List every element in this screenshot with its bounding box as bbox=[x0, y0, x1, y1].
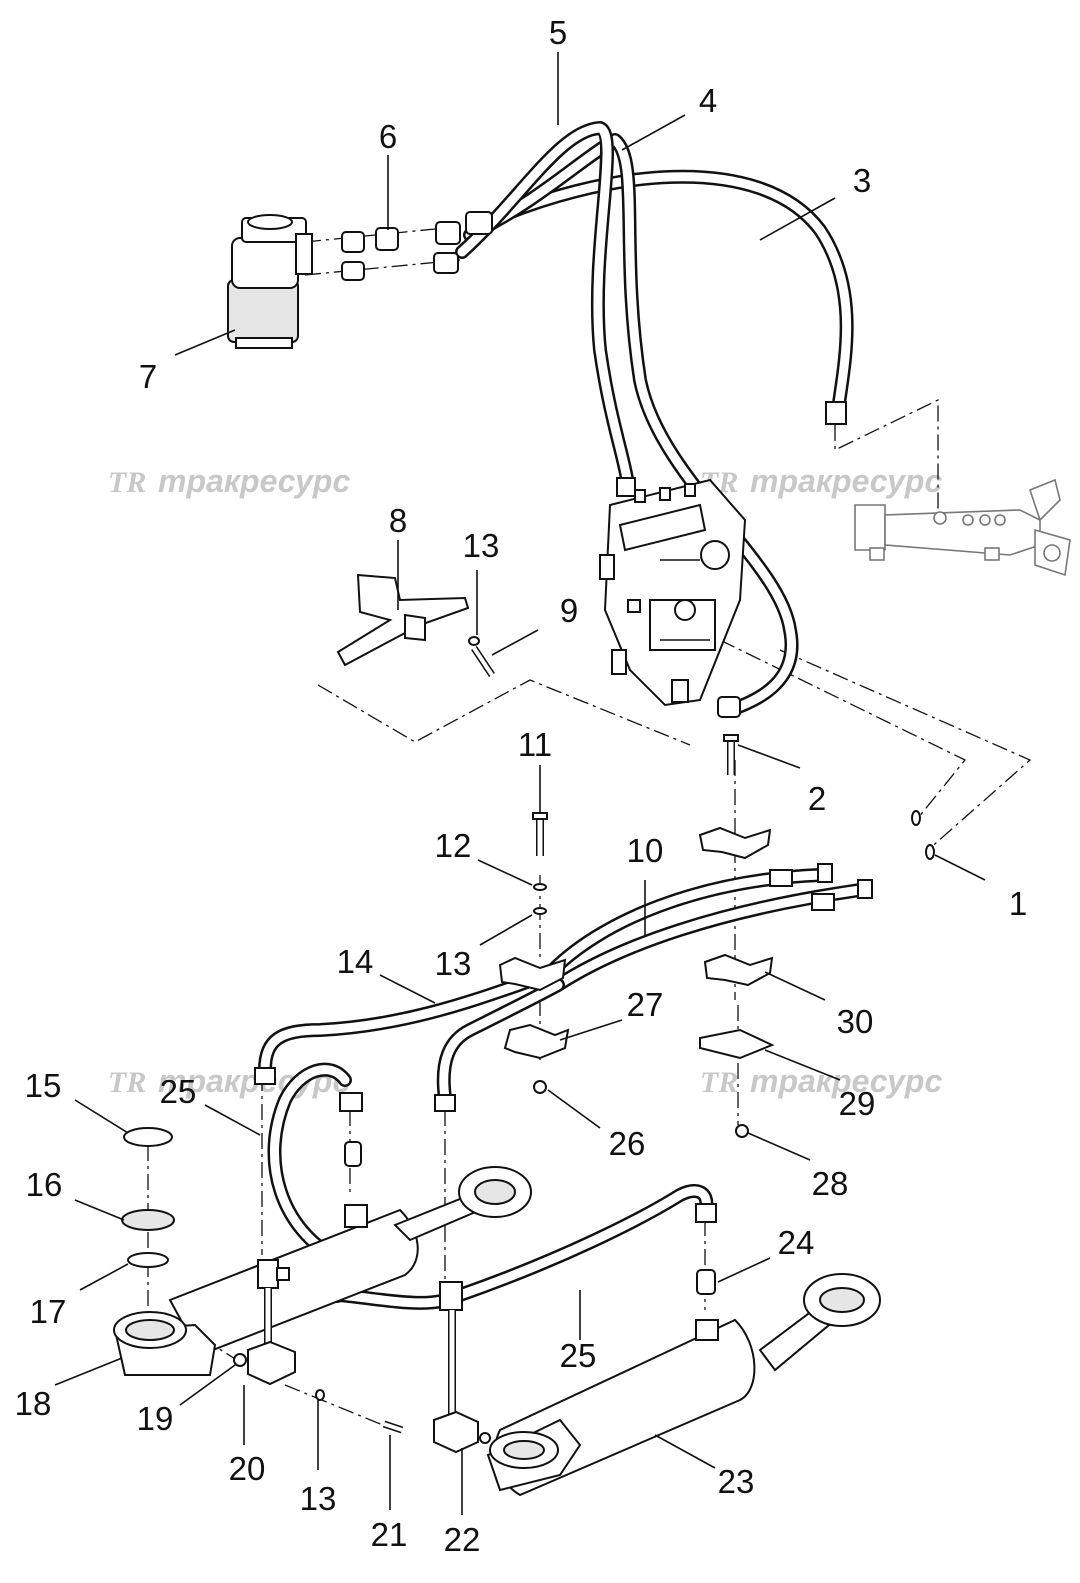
plate-27 bbox=[503, 1023, 570, 1060]
callout-13: 13 bbox=[435, 945, 472, 982]
control-valve bbox=[599, 478, 747, 707]
callout-14: 14 bbox=[337, 943, 374, 980]
hose-3-fitting bbox=[825, 401, 847, 425]
bolt-9 bbox=[471, 646, 495, 677]
o-ring-13 bbox=[315, 1389, 325, 1401]
callout-21: 21 bbox=[371, 1516, 408, 1553]
callout-29: 29 bbox=[839, 1085, 876, 1122]
washer-13 bbox=[533, 907, 547, 915]
upper-fittings bbox=[341, 211, 493, 281]
callout-30: 30 bbox=[837, 1003, 874, 1040]
hose-4 bbox=[463, 133, 799, 717]
cylinder-left bbox=[113, 1166, 532, 1376]
callout-6: 6 bbox=[379, 118, 397, 155]
callout-26: 26 bbox=[609, 1125, 646, 1162]
watermark-logo: TR bbox=[108, 466, 146, 499]
callout-24: 24 bbox=[778, 1224, 815, 1261]
hose-10-fitting bbox=[769, 869, 793, 887]
callout-4: 4 bbox=[699, 82, 717, 119]
callout-11: 11 bbox=[518, 726, 552, 763]
axle-assembly bbox=[854, 478, 1071, 577]
callout-23: 23 bbox=[718, 1463, 755, 1500]
watermark-logo: TR bbox=[108, 1066, 146, 1099]
bolt-2 bbox=[723, 734, 739, 775]
callout-10: 10 bbox=[627, 832, 664, 869]
callout-16: 16 bbox=[26, 1166, 63, 1203]
nut-26 bbox=[533, 1080, 547, 1094]
hose-14-fitting bbox=[434, 1094, 456, 1112]
callout-2: 2 bbox=[808, 780, 826, 817]
callout-22: 22 bbox=[444, 1521, 481, 1558]
cylinder-right bbox=[486, 1273, 881, 1497]
watermark-logo: TR bbox=[700, 1066, 738, 1099]
callout-1: 1 bbox=[1009, 885, 1027, 922]
adapter-24 bbox=[696, 1269, 716, 1295]
hose-4-fitting bbox=[717, 696, 741, 718]
hose-10 bbox=[541, 868, 867, 992]
watermark: TR тракресурс bbox=[108, 463, 350, 499]
hose-10-fitting bbox=[811, 893, 835, 911]
callout-12: 12 bbox=[435, 827, 472, 864]
hose-25-lower bbox=[333, 1184, 714, 1310]
o-ring-1 bbox=[925, 844, 935, 860]
hose-14 bbox=[258, 968, 565, 1105]
plate-29 bbox=[699, 1028, 775, 1060]
tee-22 bbox=[433, 1281, 491, 1454]
callout-13: 13 bbox=[300, 1480, 337, 1517]
hose-25-fitting bbox=[339, 1092, 363, 1112]
steering-unit bbox=[227, 214, 313, 349]
watermark-text: тракресурс bbox=[750, 463, 942, 499]
callout-20: 20 bbox=[229, 1450, 266, 1487]
hose-10-fitting bbox=[817, 863, 833, 883]
hose-3 bbox=[473, 169, 854, 417]
bracket bbox=[336, 573, 470, 667]
seal-16 bbox=[121, 1209, 175, 1231]
tee-20 bbox=[247, 1259, 296, 1386]
callout-28: 28 bbox=[812, 1165, 849, 1202]
hose-25-fitting bbox=[695, 1203, 717, 1223]
clamp-30 bbox=[703, 953, 774, 987]
watermark: TR тракресурс bbox=[700, 463, 942, 499]
callout-25: 25 bbox=[160, 1073, 197, 1110]
callout-8: 8 bbox=[389, 502, 407, 539]
callout-13: 13 bbox=[463, 527, 500, 564]
hose-10-fitting bbox=[857, 879, 873, 899]
callout-3: 3 bbox=[853, 162, 871, 199]
callout-27: 27 bbox=[627, 986, 664, 1023]
clamp-30-upper bbox=[698, 826, 772, 860]
callout-9: 9 bbox=[560, 592, 578, 629]
callout-25: 25 bbox=[560, 1337, 597, 1374]
watermark: TR тракресурс bbox=[108, 1063, 350, 1099]
callout-17: 17 bbox=[30, 1293, 67, 1330]
callout-18: 18 bbox=[15, 1385, 52, 1422]
o-ring-17 bbox=[127, 1252, 169, 1268]
callout-labels: 5 4 6 3 7 8 13 9 11 2 12 10 1 13 14 27 3… bbox=[15, 14, 1028, 1558]
washer-13 bbox=[468, 636, 480, 646]
o-ring-1 bbox=[911, 810, 921, 826]
nut-28 bbox=[735, 1124, 749, 1138]
bolt-11 bbox=[532, 812, 548, 856]
hose-5-fitting bbox=[616, 477, 636, 497]
callout-19: 19 bbox=[137, 1400, 174, 1437]
callout-5: 5 bbox=[549, 14, 567, 51]
leader-lines bbox=[54, 52, 986, 1515]
adapter bbox=[344, 1141, 362, 1167]
callout-15: 15 bbox=[25, 1067, 62, 1104]
hose-5 bbox=[455, 121, 635, 492]
bolt-21 bbox=[382, 1420, 404, 1434]
callout-7: 7 bbox=[139, 358, 157, 395]
washer-12 bbox=[533, 883, 547, 891]
watermark: TR тракресурс bbox=[700, 1063, 942, 1099]
hose-14-fitting bbox=[254, 1067, 276, 1085]
clamp-14 bbox=[498, 956, 567, 992]
watermark-text: тракресурс bbox=[750, 1063, 942, 1099]
watermark-text: тракресурс bbox=[158, 463, 350, 499]
o-ring-15 bbox=[123, 1127, 173, 1147]
